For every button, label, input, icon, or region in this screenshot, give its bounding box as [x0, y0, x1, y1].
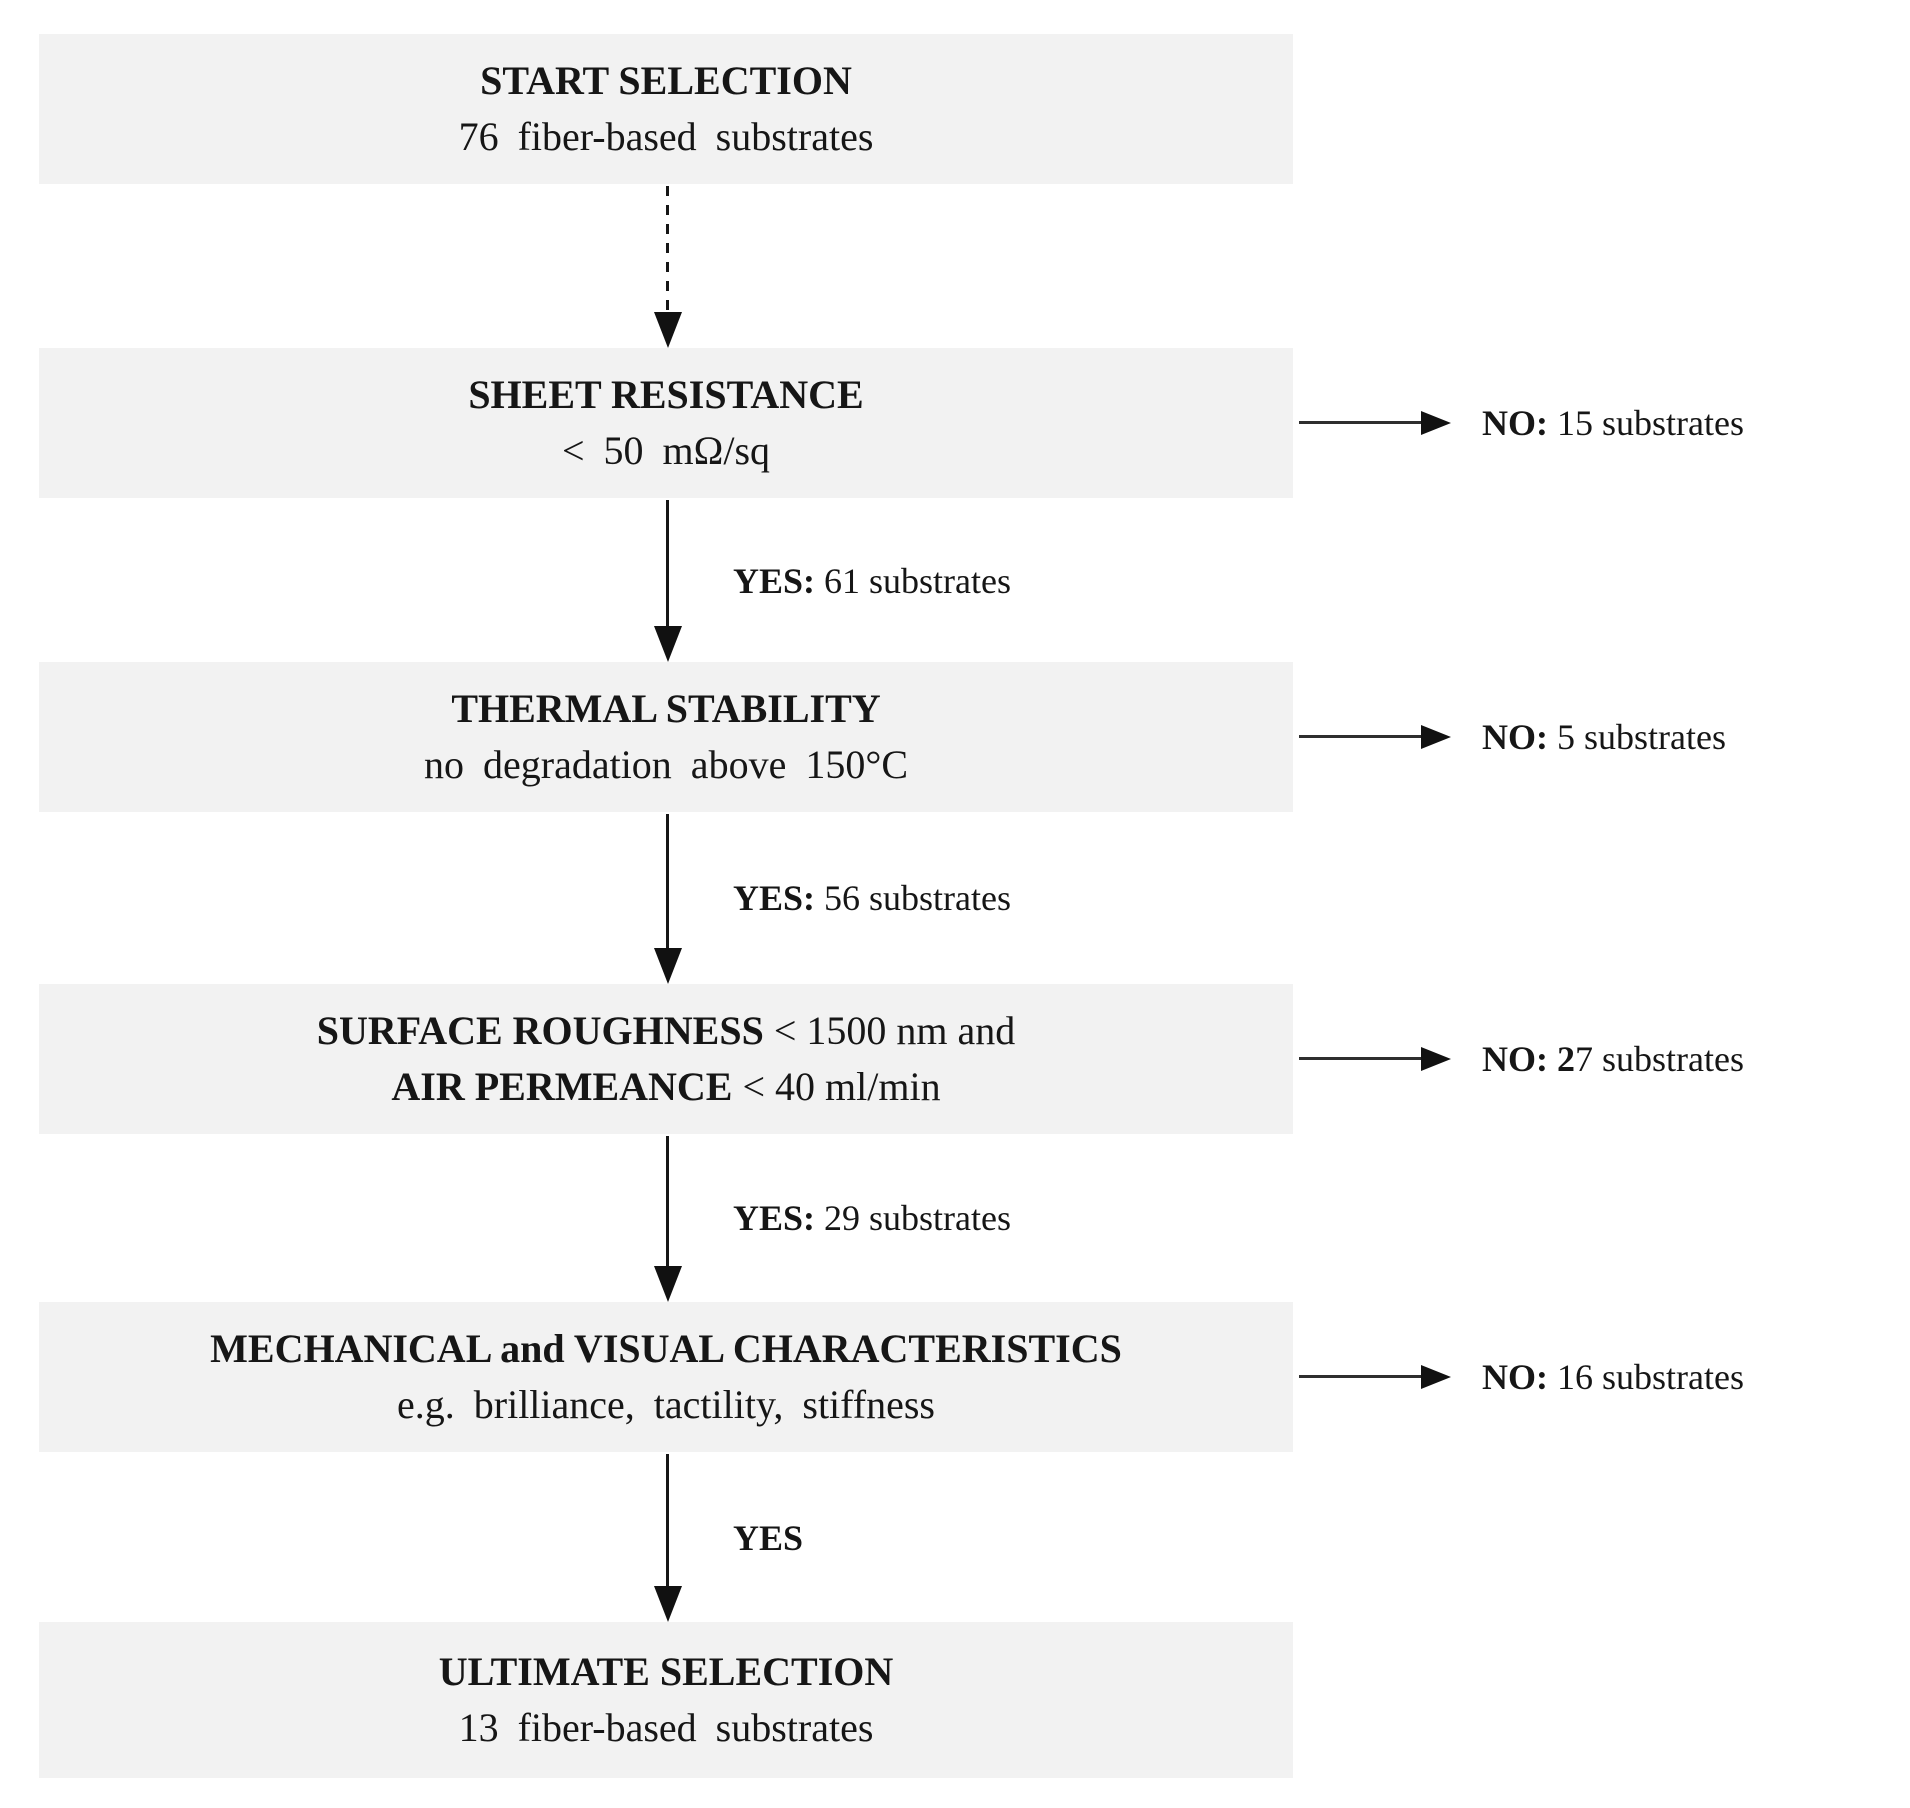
node-subtitle-text: < 40 ml/min	[732, 1064, 941, 1109]
yes-count: 56 substrates	[815, 878, 1012, 918]
yes-label-surface-roughness: YES: 29 substrates	[733, 1191, 1011, 1245]
node-subtitle: e.g. brilliance, tactility, stiffness	[397, 1377, 935, 1433]
node-thermal-stability: THERMAL STABILITY no degradation above 1…	[39, 662, 1293, 812]
node-title-text: ULTIMATE SELECTION	[438, 1649, 894, 1694]
no-label-sheet-resistance: NO: 15 substrates	[1482, 396, 1744, 450]
no-keyword: NO:	[1482, 403, 1548, 443]
no-count: 16 substrates	[1548, 1357, 1744, 1397]
node-title-text: THERMAL STABILITY	[451, 686, 881, 731]
no-count: 15 substrates	[1548, 403, 1744, 443]
arrow-right-icon	[1421, 1047, 1451, 1071]
arrow-down-icon	[654, 1266, 682, 1302]
no-count: 7 substrates	[1575, 1039, 1744, 1079]
node-title-text: START SELECTION	[480, 58, 852, 103]
no-branch-line	[1299, 421, 1421, 424]
connector-line	[666, 814, 669, 948]
connector-dashed-line	[666, 186, 669, 312]
arrow-down-icon	[654, 1586, 682, 1622]
arrow-right-icon	[1421, 1365, 1451, 1389]
connector-line	[666, 1136, 669, 1266]
yes-count: 61 substrates	[815, 561, 1012, 601]
no-count: 5 substrates	[1548, 717, 1726, 757]
node-surface-roughness-air-permeance: SURFACE ROUGHNESS < 1500 nm and AIR PERM…	[39, 984, 1293, 1134]
node-subtitle: 76 fiber-based substrates	[459, 109, 874, 165]
no-keyword: NO:	[1482, 1357, 1548, 1397]
node-title-second: AIR PERMEANCE < 40 ml/min	[391, 1059, 940, 1115]
yes-keyword: YES:	[733, 878, 816, 918]
node-title: SURFACE ROUGHNESS < 1500 nm and	[317, 1003, 1016, 1059]
no-label-thermal-stability: NO: 5 substrates	[1482, 710, 1726, 764]
yes-count: 29 substrates	[815, 1198, 1012, 1238]
no-branch-line	[1299, 1057, 1421, 1060]
node-title-text: SURFACE ROUGHNESS	[316, 1008, 764, 1053]
no-keyword: NO:	[1482, 717, 1548, 757]
node-subtitle-text: e.g. brilliance, tactility, stiffness	[397, 1382, 935, 1427]
yes-keyword: YES:	[733, 1198, 816, 1238]
node-title: ULTIMATE SELECTION	[439, 1644, 894, 1700]
node-title-text: MECHANICAL and VISUAL CHARACTERISTICS	[210, 1326, 1122, 1371]
node-subtitle-bold: AIR PERMEANCE	[391, 1064, 733, 1109]
arrow-down-icon	[654, 948, 682, 984]
node-title-rest: < 1500 nm and	[763, 1008, 1016, 1053]
arrow-down-icon	[654, 312, 682, 348]
node-title: THERMAL STABILITY	[451, 681, 880, 737]
yes-keyword: YES	[733, 1518, 804, 1558]
yes-label-thermal-stability: YES: 56 substrates	[733, 871, 1011, 925]
node-subtitle: no degradation above 150°C	[424, 737, 908, 793]
node-title: SHEET RESISTANCE	[468, 367, 863, 423]
node-subtitle-text: 13 fiber-based substrates	[458, 1705, 874, 1750]
node-subtitle-text: 76 fiber-based substrates	[458, 114, 874, 159]
node-start: START SELECTION 76 fiber-based substrate…	[39, 34, 1293, 184]
node-subtitle: 13 fiber-based substrates	[459, 1700, 874, 1756]
node-title: START SELECTION	[480, 53, 852, 109]
no-branch-line	[1299, 1375, 1421, 1378]
node-mechanical-visual-characteristics: MECHANICAL and VISUAL CHARACTERISTICS e.…	[39, 1302, 1293, 1452]
no-branch-line	[1299, 735, 1421, 738]
arrow-down-icon	[654, 626, 682, 662]
connector-line	[666, 500, 669, 628]
yes-label-mechanical-visual: YES	[733, 1511, 803, 1565]
yes-label-sheet-resistance: YES: 61 substrates	[733, 554, 1011, 608]
arrow-right-icon	[1421, 725, 1451, 749]
node-ultimate-selection: ULTIMATE SELECTION 13 fiber-based substr…	[39, 1622, 1293, 1778]
node-subtitle-text: < 50 mΩ/sq	[561, 428, 771, 473]
yes-keyword: YES:	[733, 561, 816, 601]
node-subtitle: < 50 mΩ/sq	[562, 423, 770, 479]
no-label-surface-roughness: NO: 27 substrates	[1482, 1032, 1744, 1086]
no-keyword: NO: 2	[1482, 1039, 1575, 1079]
node-sheet-resistance: SHEET RESISTANCE < 50 mΩ/sq	[39, 348, 1293, 498]
node-title: MECHANICAL and VISUAL CHARACTERISTICS	[210, 1321, 1122, 1377]
connector-line	[666, 1454, 669, 1586]
node-subtitle-text: no degradation above 150°C	[424, 742, 908, 787]
arrow-right-icon	[1421, 411, 1451, 435]
node-title-text: SHEET RESISTANCE	[468, 372, 864, 417]
no-label-mechanical-visual: NO: 16 substrates	[1482, 1350, 1744, 1404]
